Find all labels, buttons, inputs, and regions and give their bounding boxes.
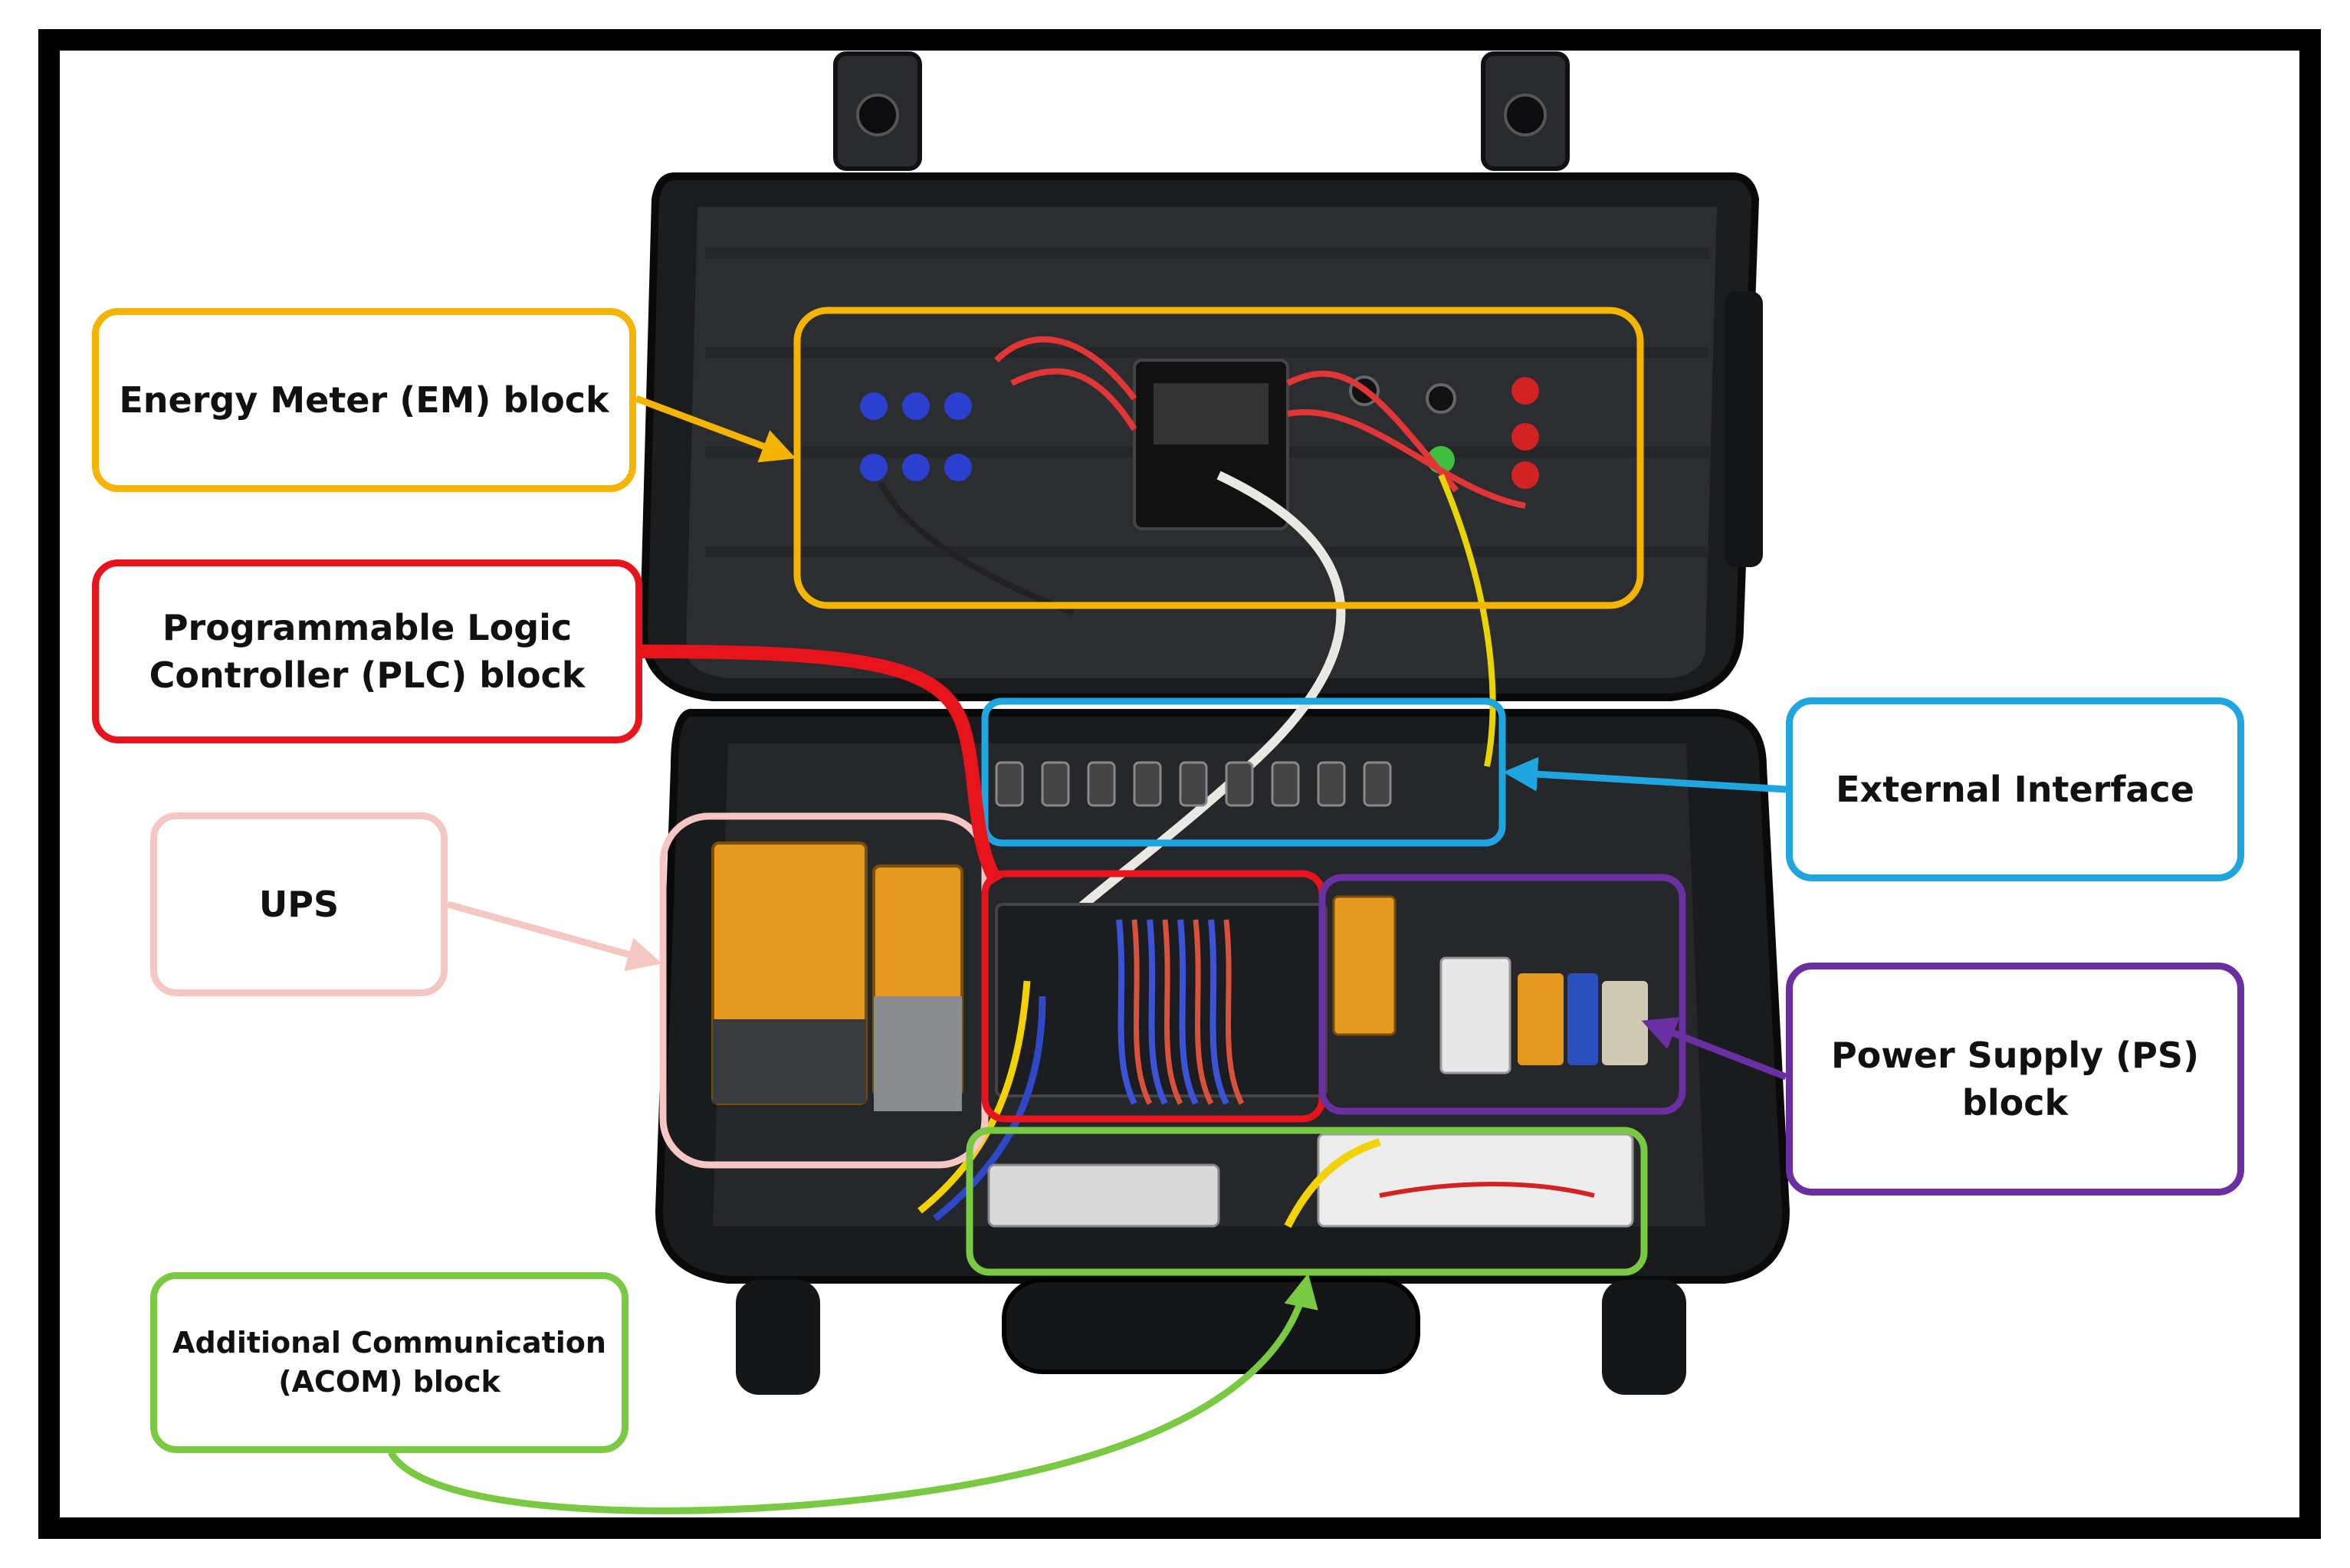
- plc-block-label: Programmable Logic Controller (PLC) bloc…: [92, 559, 642, 743]
- ps-highlight: [1318, 874, 1686, 1115]
- acom-block-text-line2: (ACOM) block: [278, 1365, 501, 1399]
- outer-frame: [38, 29, 2321, 1539]
- ps-contents: [1332, 895, 1648, 1074]
- acom-contents: [987, 1133, 1634, 1228]
- em-arrow: [635, 395, 796, 463]
- toolbox-case: [639, 51, 1790, 1395]
- ps-block-text-line2: block: [1961, 1082, 2069, 1124]
- ps-arrow: [1641, 1017, 1787, 1081]
- ps-block-text-line1: Power Supply (PS): [1830, 1034, 2200, 1076]
- em-highlight: [793, 307, 1644, 609]
- em-block-label: Energy Meter (EM) block: [92, 308, 636, 492]
- external-interface-label: External Interface: [1786, 697, 2244, 881]
- ext-arrow: [1503, 756, 1787, 793]
- em-contents: [860, 336, 1539, 969]
- ext-highlight: [981, 697, 1506, 847]
- ups-block-text: UPS: [258, 883, 340, 925]
- ups-arrow: [446, 900, 662, 972]
- ps-block-label: Power Supply (PS) block: [1786, 963, 2244, 1196]
- acom-highlight: [966, 1127, 1648, 1276]
- acom-arrow: [388, 1273, 1318, 1514]
- acom-block-text-line1: Additional Communication: [172, 1325, 606, 1360]
- ext-connectors: [995, 761, 1392, 807]
- plc-connector: [642, 645, 1003, 885]
- plc-block-text-line1: Programmable Logic: [162, 606, 573, 648]
- em-block-text: Energy Meter (EM) block: [119, 379, 609, 421]
- case-handle: [1002, 1278, 1420, 1374]
- ups-block-label: UPS: [150, 812, 448, 996]
- external-interface-text: External Interface: [1836, 768, 2194, 810]
- ups-contents: [711, 841, 963, 1111]
- plc-block-text-line2: Controller (PLC) block: [149, 654, 586, 696]
- acom-block-label: Additional Communication (ACOM) block: [150, 1272, 629, 1453]
